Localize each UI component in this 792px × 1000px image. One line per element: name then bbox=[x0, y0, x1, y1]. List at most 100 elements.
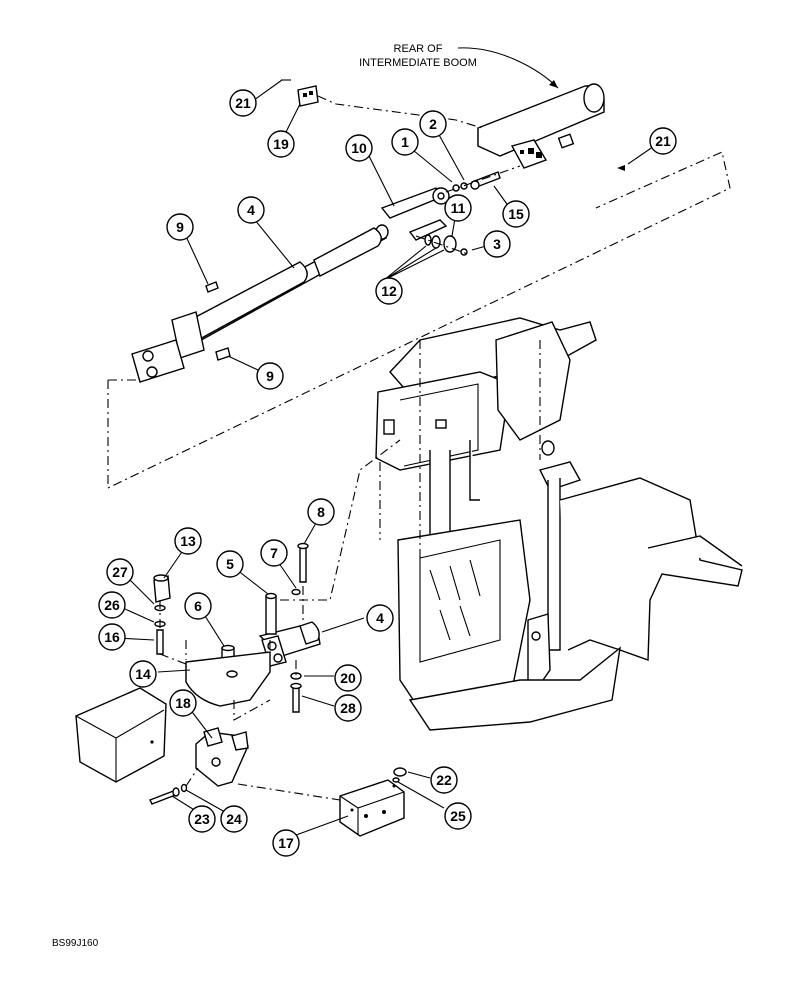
svg-text:20: 20 bbox=[340, 670, 356, 686]
bracket-19 bbox=[297, 85, 319, 107]
callout-27: 27 bbox=[106, 558, 134, 586]
cylinder-4-upper bbox=[131, 224, 389, 383]
header-leader bbox=[457, 47, 559, 89]
callout-21-upper: 21 bbox=[229, 89, 257, 117]
cover-box bbox=[75, 687, 167, 783]
header-label-line2: INTERMEDIATE BOOM bbox=[359, 57, 477, 69]
block-13 bbox=[153, 574, 171, 603]
washer-7 bbox=[291, 588, 301, 596]
callout-20: 20 bbox=[334, 664, 362, 692]
svg-text:4: 4 bbox=[247, 202, 255, 218]
bolt-21b bbox=[617, 165, 625, 171]
plate-18 bbox=[195, 727, 249, 787]
assembly-line-19 bbox=[317, 95, 483, 129]
callout-17: 17 bbox=[272, 829, 300, 857]
svg-text:21: 21 bbox=[235, 95, 251, 111]
washer-24 bbox=[180, 783, 188, 793]
washer-1 bbox=[452, 184, 460, 192]
callout-28: 28 bbox=[334, 694, 362, 722]
svg-text:24: 24 bbox=[226, 811, 242, 827]
callout-24: 24 bbox=[220, 805, 248, 833]
svg-text:15: 15 bbox=[508, 206, 524, 222]
svg-text:13: 13 bbox=[180, 533, 196, 549]
svg-text:17: 17 bbox=[278, 835, 294, 851]
svg-text:19: 19 bbox=[273, 136, 289, 152]
header-arrowhead bbox=[549, 80, 558, 88]
pin-9a bbox=[205, 281, 219, 293]
callout-16: 16 bbox=[98, 623, 126, 651]
svg-text:1: 1 bbox=[401, 134, 409, 150]
svg-text:14: 14 bbox=[135, 666, 151, 682]
pin-9b bbox=[215, 347, 231, 361]
svg-text:7: 7 bbox=[270, 545, 278, 561]
callout-1: 1 bbox=[391, 128, 419, 156]
callout-2: 2 bbox=[419, 110, 447, 138]
machine-frame bbox=[375, 317, 743, 731]
callout-12: 12 bbox=[375, 277, 403, 305]
svg-text:5: 5 bbox=[226, 556, 234, 572]
svg-text:11: 11 bbox=[451, 200, 466, 216]
assembly-line-lower bbox=[280, 439, 401, 601]
callout-23: 23 bbox=[188, 805, 216, 833]
callout-14: 14 bbox=[129, 660, 157, 688]
assembly-line-pin bbox=[445, 165, 521, 193]
svg-text:28: 28 bbox=[340, 700, 356, 716]
callout-11: 11 bbox=[444, 194, 472, 222]
callout-4-upper: 4 bbox=[237, 196, 265, 224]
callout-22: 22 bbox=[430, 766, 458, 794]
pin-5 bbox=[265, 595, 277, 635]
callout-4-lower: 4 bbox=[366, 604, 394, 632]
callout-18: 18 bbox=[169, 689, 197, 717]
svg-text:4: 4 bbox=[376, 610, 384, 626]
svg-text:3: 3 bbox=[493, 236, 501, 252]
svg-text:9: 9 bbox=[176, 219, 184, 235]
callout-7: 7 bbox=[260, 539, 288, 567]
callout-26: 26 bbox=[98, 591, 126, 619]
svg-text:12: 12 bbox=[381, 283, 397, 299]
intermediate-boom-rear bbox=[477, 83, 605, 169]
callout-9-lower: 9 bbox=[256, 362, 284, 390]
nut-3 bbox=[460, 248, 468, 256]
callout-15: 15 bbox=[502, 200, 530, 228]
pin-15 bbox=[470, 171, 501, 190]
svg-text:10: 10 bbox=[351, 140, 367, 156]
svg-text:18: 18 bbox=[175, 695, 191, 711]
figure-code: BS99J160 bbox=[52, 938, 99, 949]
svg-text:8: 8 bbox=[317, 504, 325, 520]
svg-text:9: 9 bbox=[266, 368, 274, 384]
link-10 bbox=[380, 187, 450, 241]
callout-6: 6 bbox=[184, 592, 212, 620]
hidden-lines-frame bbox=[379, 340, 541, 560]
svg-text:25: 25 bbox=[450, 808, 466, 824]
callout-19: 19 bbox=[267, 130, 295, 158]
callout-25: 25 bbox=[444, 802, 472, 830]
svg-text:27: 27 bbox=[112, 564, 128, 580]
callout-9-upper: 9 bbox=[166, 213, 194, 241]
callout-13: 13 bbox=[174, 527, 202, 555]
bolt-8 bbox=[299, 545, 307, 583]
svg-text:2: 2 bbox=[429, 116, 437, 132]
washer-25 bbox=[392, 777, 400, 783]
svg-text:6: 6 bbox=[194, 598, 202, 614]
washer-2 bbox=[460, 182, 468, 190]
assembly-box bbox=[107, 151, 731, 489]
svg-text:16: 16 bbox=[104, 629, 120, 645]
callout-10: 10 bbox=[345, 134, 373, 162]
header-label-line1: REAR OF bbox=[394, 43, 443, 55]
block-17 bbox=[339, 779, 405, 837]
svg-text:22: 22 bbox=[436, 772, 452, 788]
callout-8: 8 bbox=[307, 498, 335, 526]
svg-text:21: 21 bbox=[655, 133, 671, 149]
svg-text:26: 26 bbox=[104, 597, 120, 613]
svg-text:23: 23 bbox=[194, 811, 210, 827]
nut-22 bbox=[393, 767, 407, 777]
bolt-28 bbox=[292, 685, 300, 713]
counterweight-14 bbox=[185, 651, 271, 707]
callout-21-right: 21 bbox=[649, 127, 677, 155]
callout-3: 3 bbox=[483, 230, 511, 258]
assembly-line-bushing bbox=[415, 235, 469, 255]
callout-5: 5 bbox=[216, 550, 244, 578]
bolt-16 bbox=[156, 629, 164, 655]
